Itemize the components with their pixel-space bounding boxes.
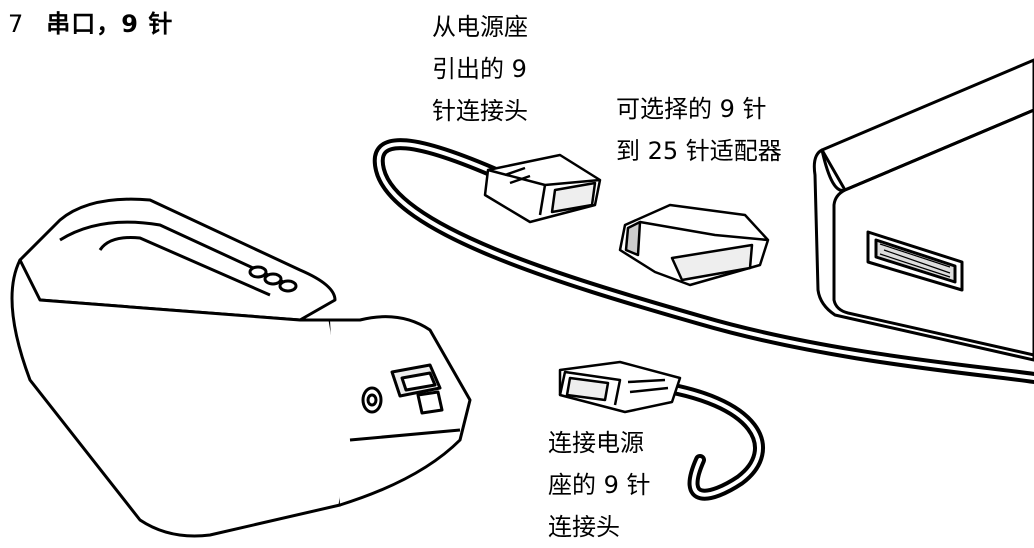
label-line: 引出的 9	[432, 55, 527, 83]
label-adapter: 可选择的 9 针 到 25 针适配器	[616, 88, 782, 172]
cradle-serial-port	[390, 363, 444, 415]
cradle	[10, 197, 472, 538]
label-power-connector: 从电源座 引出的 9 针连接头	[432, 6, 528, 132]
serial-cable	[372, 138, 1034, 501]
label-cradle-connector: 连接电源 座的 9 针 连接头	[548, 422, 651, 548]
section-heading: 7 串口，9 针	[8, 4, 173, 39]
label-line: 从电源座	[432, 13, 528, 41]
label-line: 可选择的 9 针	[616, 95, 767, 123]
host-computer	[812, 58, 1034, 362]
lower-9pin-connector	[558, 360, 682, 414]
cradle-power-jack	[361, 386, 383, 414]
label-line: 座的 9 针	[548, 471, 651, 499]
label-line: 连接电源	[548, 429, 644, 457]
section-title: 串口，9 针	[46, 10, 174, 38]
label-line: 连接头	[548, 513, 620, 541]
host-serial-port	[866, 230, 964, 292]
adapter-9-to-25	[618, 203, 770, 287]
label-line: 到 25 针适配器	[616, 137, 782, 165]
section-number: 7	[8, 10, 25, 38]
cradle-indicator-lights	[248, 265, 298, 293]
label-line: 针连接头	[432, 97, 528, 125]
upper-9pin-connector	[483, 153, 602, 224]
